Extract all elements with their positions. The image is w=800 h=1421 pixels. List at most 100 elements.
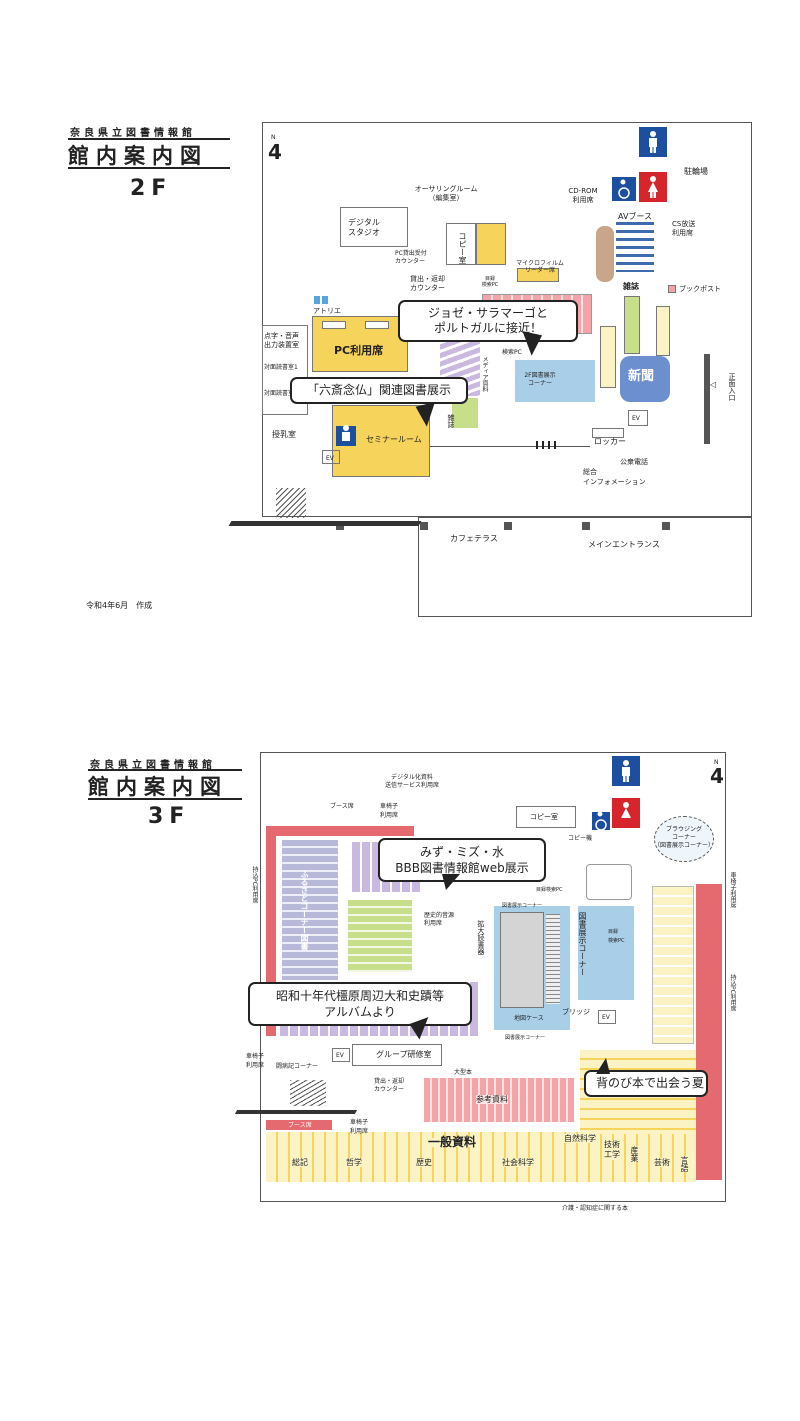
browsing-corner — [654, 816, 714, 862]
map-title-3f: 館内案内図 — [88, 775, 228, 799]
womens-restroom-icon-3f — [612, 798, 640, 828]
title-rule-bottom-3f — [88, 798, 242, 800]
lend-return-3f-label: 貸出・返却 カウンター — [374, 1078, 405, 1093]
library-name-2f: 奈良県立図書情報館 — [70, 128, 196, 139]
natural-science-label: 自然科学 — [564, 1134, 596, 1143]
social-science-label: 社会科学 — [502, 1158, 534, 1167]
copy-room-3f — [516, 806, 576, 828]
disease-corner-label: 闘病記コーナー — [276, 1063, 319, 1070]
large-books-label: 大型本 — [454, 1069, 473, 1076]
floor-label-3f: 3F — [148, 804, 191, 829]
group-room-box — [352, 1044, 442, 1066]
book-post-label: ブックポスト — [679, 285, 721, 293]
carry-pc-left-column — [266, 826, 276, 1036]
exhibit-label-top: 図書展示コーナー — [502, 903, 543, 909]
exhibit-label-bottom: 図書展示コーナー — [505, 1035, 546, 1041]
wheelchair-bottom-label: 車椅子 利用席 — [350, 1119, 369, 1135]
building-outline-2f — [262, 122, 752, 517]
accessible-restroom-icon-3f — [592, 811, 610, 831]
map-case-block — [500, 912, 544, 1008]
face-reading-2-label: 対面読書室2 — [264, 390, 298, 397]
braille-room-label: 点字・音声 出力装置室 — [264, 332, 299, 349]
newspaper-area — [620, 356, 670, 402]
pc-seats-label: PC利用席 — [334, 344, 384, 357]
hometown-shelves — [282, 840, 338, 980]
main-entrance-label: メインエントランス — [588, 540, 660, 549]
wheelchair-left-label: 車椅子 利用席 — [246, 1053, 265, 1069]
history-label: 歴史 — [416, 1158, 432, 1167]
general-shelves-bottom — [266, 1132, 696, 1182]
title-rule-top-3f — [88, 769, 242, 771]
lockers-label: ロッカー — [594, 437, 626, 446]
booth-seats-bottom — [266, 1120, 332, 1130]
pc-lending-label: PC貸出受付 カウンター — [395, 250, 427, 265]
cs-broadcast-label: CS放送 利用席 — [672, 220, 696, 237]
language-label: 言語 — [680, 1156, 689, 1172]
title-rule-top-2f — [68, 138, 230, 140]
callout-rokusai[interactable]: 「六斎念仏」関連図書展示 — [290, 377, 468, 404]
carry-pc-right-column — [696, 884, 722, 1180]
copy-room-2f-label: コピー室 — [458, 232, 467, 264]
browsing-corner-label: ブラウジング コーナー （図書展示コーナー） — [653, 826, 715, 849]
stair-ramp-2f — [228, 521, 422, 526]
book-post-icon — [668, 285, 676, 293]
ev-label-2f-right: EV — [632, 415, 640, 422]
building-outline-3f — [260, 752, 726, 1202]
newspaper-label: 新聞 — [628, 369, 655, 384]
stairs-3f-bottom — [290, 1080, 326, 1106]
wheelchair-seats-top-label: 車椅子 利用席 — [380, 803, 399, 819]
cafe-label: カフェテラス — [450, 534, 498, 543]
av-booth-label: AVブース — [618, 212, 653, 221]
microfilm-label: マイクロフィルム リーダー席 — [516, 260, 564, 274]
lend-return-2f-label: 貸出・返却 カウンター — [410, 275, 445, 292]
microfilm-area — [517, 268, 559, 282]
general-works-label: 総記 — [292, 1158, 308, 1167]
exhibit-right-3f — [578, 906, 634, 1000]
callout-saramago[interactable]: ジョゼ・サラマーゴと ポルトガルに接近！ — [398, 300, 578, 342]
group-room-label: グループ研修室 — [376, 1050, 432, 1059]
callout-mizu[interactable]: みず・ミズ・水 BBB図書情報館web展示 — [378, 838, 546, 882]
search-pc-2f-label: 検索PC — [502, 349, 522, 356]
catalog-pc-2f-label: 目録 検索PC — [481, 276, 499, 288]
entrance-hall-outline — [418, 517, 752, 617]
security-gate-icon — [536, 441, 556, 449]
pc-pods — [586, 864, 632, 900]
front-entrance-wall — [704, 354, 710, 444]
booth-seats-label: ブース席 — [330, 803, 354, 810]
green-shelves — [348, 900, 412, 972]
magazine-rack-1 — [624, 296, 640, 354]
north-label-2f: N — [271, 134, 276, 141]
booth-seats-bottom-label: ブース席 — [288, 1122, 312, 1129]
exhibit-corner-2f — [515, 360, 595, 402]
nursing-room-label: 授乳室 — [272, 430, 296, 439]
industry-label: 産業 — [630, 1146, 639, 1162]
care-books-label: 介護・認知症に関する本 — [562, 1205, 629, 1212]
pillar — [336, 522, 344, 530]
digital-studio-room — [340, 207, 408, 247]
stairs-2f — [276, 488, 306, 518]
mens-restroom-icon-2f — [639, 127, 667, 157]
callout-kashihara[interactable]: 昭和十年代橿原周辺大和史蹟等 アルバムより — [248, 982, 472, 1026]
m-shelves-right — [652, 886, 694, 1044]
pc-table-2 — [365, 321, 389, 329]
carry-pc-left-label: 持込PC利用席 — [251, 866, 258, 904]
ev-box-2f-left — [322, 450, 340, 464]
digital-service-label: デジタル化資料 送信サービス利用席 — [384, 774, 440, 789]
copy-room-3f-label: コピー室 — [530, 813, 558, 821]
created-date: 令和4年6月 作成 — [86, 601, 153, 610]
general-label: 一般資料 — [428, 1135, 477, 1149]
north-arrow-icon-2f: 4 — [268, 140, 282, 164]
copy-room-2f — [446, 223, 476, 265]
face-reading-1-label: 対面読書室1 — [264, 364, 298, 371]
lockers-box — [592, 428, 624, 438]
callout-senobi[interactable]: 背のび本で出会う夏 — [584, 1070, 708, 1097]
callout-mizu-tail — [442, 874, 460, 890]
corridor-line-2f — [430, 446, 590, 447]
arts-label: 芸術 — [654, 1158, 670, 1167]
exhibit-right-label: 図書展示コーナー — [578, 912, 587, 976]
pc-table-1 — [322, 321, 346, 329]
map-case-label: 地図ケース — [514, 1015, 544, 1022]
public-phone-label: 公衆電話 — [620, 458, 648, 466]
restroom-icon-2f-left — [336, 425, 356, 446]
title-rule-bottom-2f — [68, 167, 230, 169]
